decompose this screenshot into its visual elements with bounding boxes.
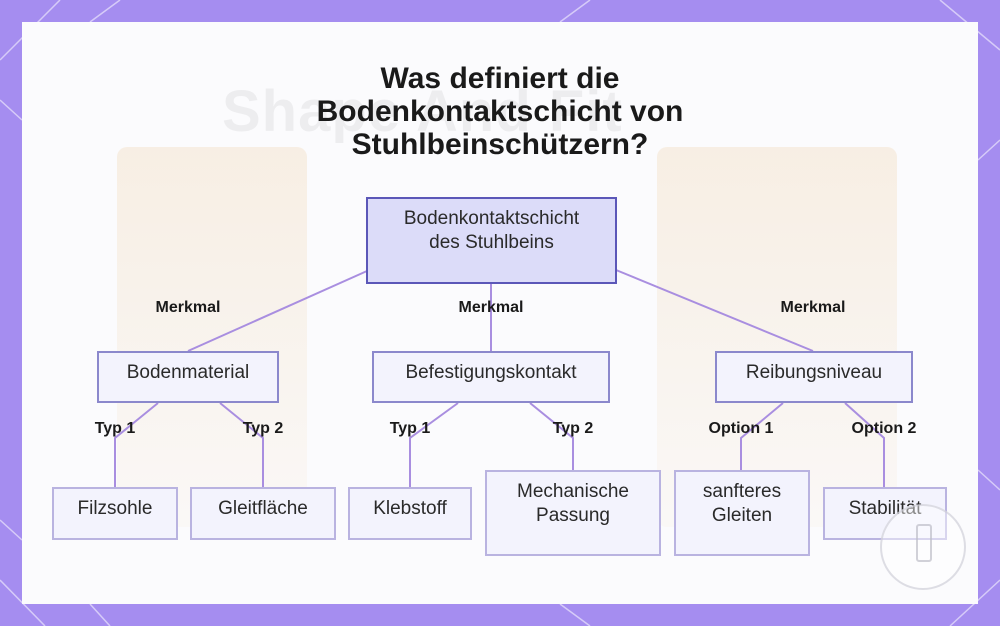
node-gleitflaeche-label: Gleitfläche	[192, 489, 334, 521]
edge-label-option-1: Option 1	[709, 420, 774, 438]
edge-label-typ-2-bodenmaterial: Typ 2	[243, 420, 284, 438]
watermark-jar-icon	[916, 524, 932, 562]
node-befestigungskontakt: Befestigungskontakt	[372, 351, 610, 403]
edge-label-merkmal-1: Merkmal	[156, 299, 221, 317]
edge-bodenmaterial-filzsohle	[115, 403, 158, 487]
node-gleitflaeche: Gleitfläche	[190, 487, 336, 540]
node-klebstoff-label: Klebstoff	[350, 489, 470, 521]
node-klebstoff: Klebstoff	[348, 487, 472, 540]
edge-label-merkmal-3: Merkmal	[781, 299, 846, 317]
node-reibungsniveau-label: Reibungsniveau	[717, 353, 911, 385]
edge-befestigungskontakt-klebstoff	[410, 403, 458, 487]
edge-label-typ-1-bodenmaterial: Typ 1	[95, 420, 136, 438]
node-sanfteres-gleiten-label: sanfteres Gleiten	[676, 472, 808, 528]
edge-label-merkmal-2: Merkmal	[459, 299, 524, 317]
node-root-label: Bodenkontaktschicht des Stuhlbeins	[368, 199, 615, 255]
edge-bodenmaterial-gleitflaeche	[220, 403, 263, 487]
watermark-badge	[880, 504, 966, 590]
node-filzsohle-label: Filzsohle	[54, 489, 176, 521]
edge-reibungsniveau-stabilitaet	[845, 403, 884, 487]
node-mechanische-passung-label: Mechanische Passung	[487, 472, 659, 528]
node-filzsohle: Filzsohle	[52, 487, 178, 540]
node-bodenmaterial-label: Bodenmaterial	[99, 353, 277, 385]
edge-label-typ-1-befestigung: Typ 1	[390, 420, 431, 438]
edge-label-typ-2-befestigung: Typ 2	[553, 420, 594, 438]
node-befestigungskontakt-label: Befestigungskontakt	[374, 353, 608, 385]
node-reibungsniveau: Reibungsniveau	[715, 351, 913, 403]
node-sanfteres-gleiten: sanfteres Gleiten	[674, 470, 810, 556]
node-root: Bodenkontaktschicht des Stuhlbeins	[366, 197, 617, 284]
edge-label-option-2: Option 2	[852, 420, 917, 438]
node-bodenmaterial: Bodenmaterial	[97, 351, 279, 403]
node-mechanische-passung: Mechanische Passung	[485, 470, 661, 556]
